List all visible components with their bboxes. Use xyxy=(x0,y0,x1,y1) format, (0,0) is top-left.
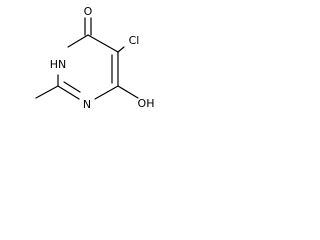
atom-nitrogen-h: HN xyxy=(50,58,67,71)
bond-c2-methyl xyxy=(35,85,59,99)
bond-n1-c2-double xyxy=(63,81,81,93)
atom-nitrogen: N xyxy=(83,98,91,111)
bond-n3-c4 xyxy=(67,34,89,48)
atom-hydroxyl: OH xyxy=(138,97,155,110)
bond-c4-c5 xyxy=(87,34,119,53)
bond-n1-c2 xyxy=(57,85,80,100)
bond-c6-oh xyxy=(117,85,139,99)
atom-oxygen-top: O xyxy=(84,5,93,18)
bond-c5-cl xyxy=(117,46,125,53)
bond-c6-n1 xyxy=(94,85,119,100)
structure-diagram: O Cl HN N OH xyxy=(35,5,155,111)
atom-chlorine: Cl xyxy=(129,34,140,47)
